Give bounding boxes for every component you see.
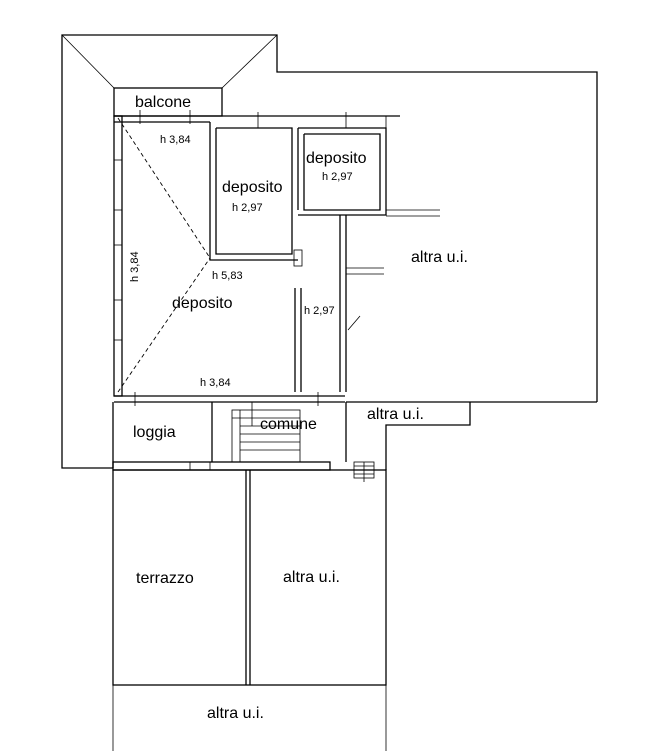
label-altra-ui-lower: altra u.i. [283, 569, 340, 586]
dashed-roof-lines [117, 117, 211, 393]
label-altra-ui-bottom: altra u.i. [207, 705, 264, 722]
label-deposito-small: deposito [306, 150, 367, 167]
label-altra-ui-right: altra u.i. [411, 249, 468, 266]
label-comune: comune [260, 416, 317, 433]
height-main-bottom: h 3,84 [200, 377, 231, 389]
right-boundary [346, 116, 597, 470]
height-main-center: h 5,83 [212, 270, 243, 282]
main-walls [113, 110, 400, 406]
label-balcone: balcone [135, 94, 191, 111]
label-terrazzo: terrazzo [136, 570, 194, 587]
lower-section [112, 469, 387, 751]
label-loggia: loggia [133, 424, 176, 441]
label-altra-ui-stair: altra u.i. [367, 406, 424, 423]
corridor [294, 215, 384, 392]
label-deposito-main: deposito [172, 295, 233, 312]
deposito-small-room [298, 127, 440, 217]
height-mid-room: h 2,97 [232, 202, 263, 214]
loggia-comune [112, 402, 375, 482]
label-deposito-mid: deposito [222, 179, 283, 196]
height-corridor: h 2,97 [304, 305, 335, 317]
height-main-left: h 3,84 [129, 251, 141, 282]
deposito-mid-room [209, 122, 303, 267]
height-small-room: h 2,97 [322, 171, 353, 183]
height-main-top: h 3,84 [160, 134, 191, 146]
